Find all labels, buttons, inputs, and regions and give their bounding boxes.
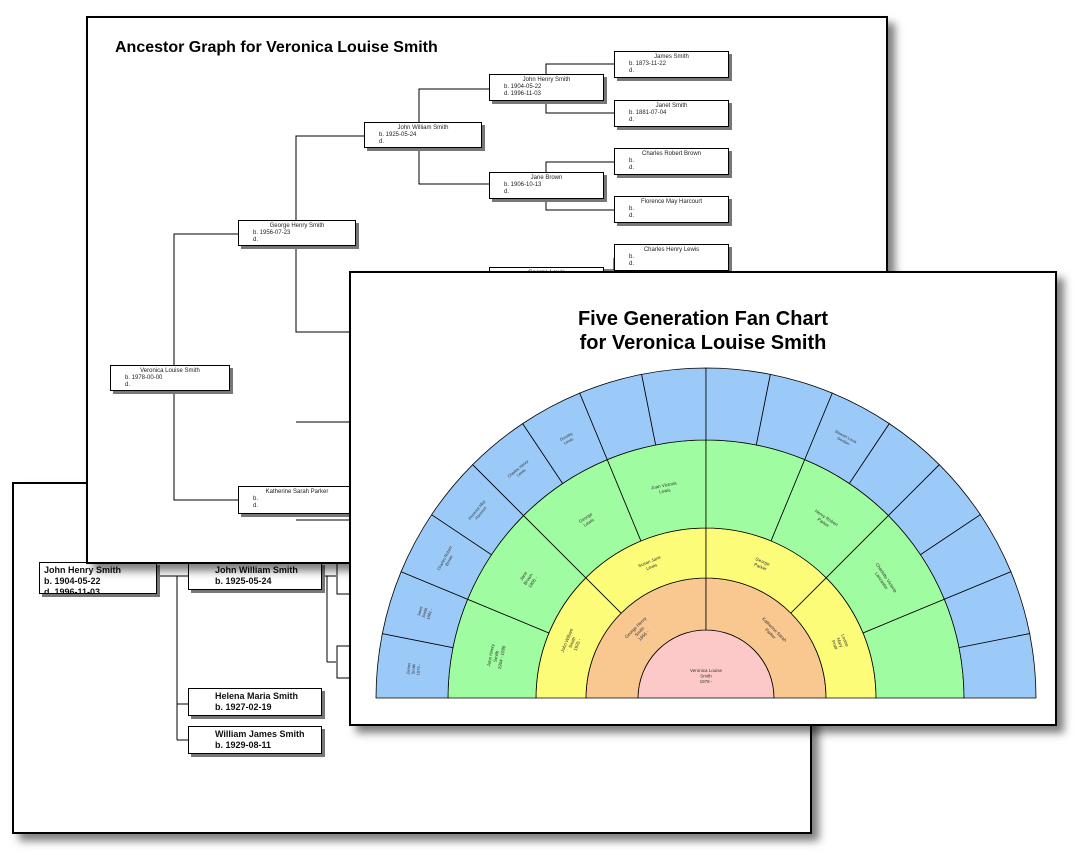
fan-label-gen4: John HenrySmith1904 - 1996 <box>486 642 507 669</box>
fan-chart-title-line1: Five Generation Fan Chart <box>577 308 829 330</box>
person-name: Katherine Sarah Parker <box>265 489 329 495</box>
person-detail: b. 1904-05-22 <box>504 84 542 90</box>
fan-label-gen5: DorothyLewis <box>559 431 576 446</box>
person-detail: d. <box>629 165 635 171</box>
ancestor-person-box: Charles Henry Lewis b.d. <box>614 244 729 271</box>
fan-chart-title-line2: for Veronica Louise Smith <box>579 332 827 354</box>
fan-label-gen5: JanetSmith1881 - <box>416 604 434 620</box>
fan-label-gen3: LouiseMaryPratt <box>830 633 850 652</box>
person-name: James Smith <box>654 54 689 60</box>
person-detail: b. <box>253 496 259 502</box>
person-detail: d. 1996-11-03 <box>504 91 541 97</box>
person-name: Helena Maria Smith <box>215 691 299 701</box>
fan-label-gen4: JaneBrown1906 - <box>518 569 539 589</box>
person-name: John Henry Smith <box>522 77 571 83</box>
fan-label-gen5: JamesSmith1873 - <box>405 662 421 676</box>
person-detail: b. 1925-05-24 <box>379 132 417 138</box>
person-name: Charles Robert Brown <box>641 151 702 157</box>
person-name: John Henry Smith <box>44 565 122 575</box>
person-detail: b. 1956-07-23 <box>253 230 291 236</box>
person-name: Charles Henry Lewis <box>643 247 700 253</box>
person-detail: d. <box>253 237 259 243</box>
person-detail: b. 1873-11-22 <box>629 61 666 67</box>
ancestor-graph-title: Ancestor Graph for Veronica Louise Smith <box>115 39 438 56</box>
person-name: John William Smith <box>215 565 298 575</box>
fan-chart-title: Five Generation Fan Chart for Veronica L… <box>351 307 1055 355</box>
person-detail: d. <box>253 503 259 509</box>
ancestor-person-box: Florence May Harcourt b.d. <box>614 196 729 223</box>
person-name: William James Smith <box>215 729 305 739</box>
person-detail: b. 1881-07-04 <box>629 110 667 116</box>
fan-chart-sheet: Five Generation Fan Chart for Veronica L… <box>349 271 1057 726</box>
person-detail: b. <box>629 158 635 164</box>
person-name: Florence May Harcourt <box>640 199 703 205</box>
person-detail: b. <box>629 206 635 212</box>
person-name: John William Smith <box>397 125 449 131</box>
person-detail: d. <box>125 382 131 388</box>
person-detail: d. <box>504 189 510 195</box>
person-name: Veronica Louise Smith <box>140 368 200 374</box>
person-detail: d. 1996-11-03 <box>44 587 101 594</box>
person-detail: b. 1906-10-13 <box>504 182 542 188</box>
person-name: Janet Smith <box>655 103 688 109</box>
person-name: Jane Brown <box>530 175 563 181</box>
person-detail: b. 1925-05-24 <box>215 576 272 586</box>
ancestor-person-box: Katherine Sarah Parker b.d. <box>238 486 356 514</box>
person-detail: d. <box>629 261 635 267</box>
person-detail: d. <box>629 68 635 74</box>
fan-label-gen3: GeorgeParker <box>752 556 770 572</box>
person-detail: b. 1904-05-22 <box>44 576 101 586</box>
person-detail: d. <box>629 117 635 123</box>
person-name: George Henry Smith <box>269 223 325 229</box>
fan-segment-gen5 <box>958 633 1037 699</box>
person-detail: b. 1978-00-00 <box>125 375 163 381</box>
person-detail: b. 1927-02-19 <box>215 702 272 712</box>
person-detail: b. 1929-08-11 <box>215 740 272 750</box>
fan-label-gen4: Joan VictoriaLewis <box>651 480 679 496</box>
person-detail: d. <box>379 139 385 145</box>
ancestor-person-box: Charles Robert Brown b.d. <box>614 148 729 175</box>
ancestor-connectors <box>173 63 615 521</box>
person-detail: b. <box>629 254 635 260</box>
person-detail: d. <box>629 213 635 219</box>
